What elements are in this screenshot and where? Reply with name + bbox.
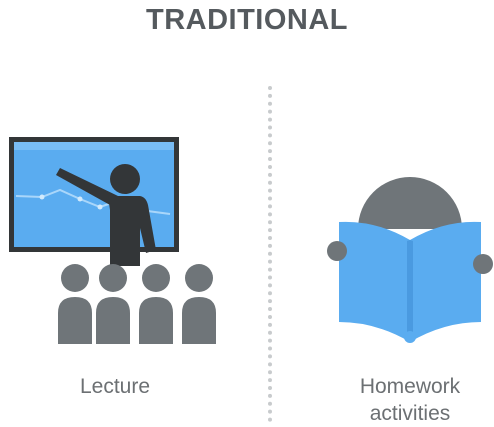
column-divider [268, 86, 272, 422]
open-book [339, 221, 481, 343]
presenter-figure [56, 164, 156, 266]
lecture-label: Lecture [79, 375, 151, 398]
homework-label: Homework activities [330, 373, 490, 427]
audience-figures [58, 264, 216, 344]
homework-label-line2: activities [369, 402, 451, 425]
reader-hands [327, 241, 493, 274]
homework-label-line1: Homework [359, 375, 461, 398]
reader-head [358, 177, 462, 229]
page-title: TRADITIONAL [145, 4, 349, 36]
